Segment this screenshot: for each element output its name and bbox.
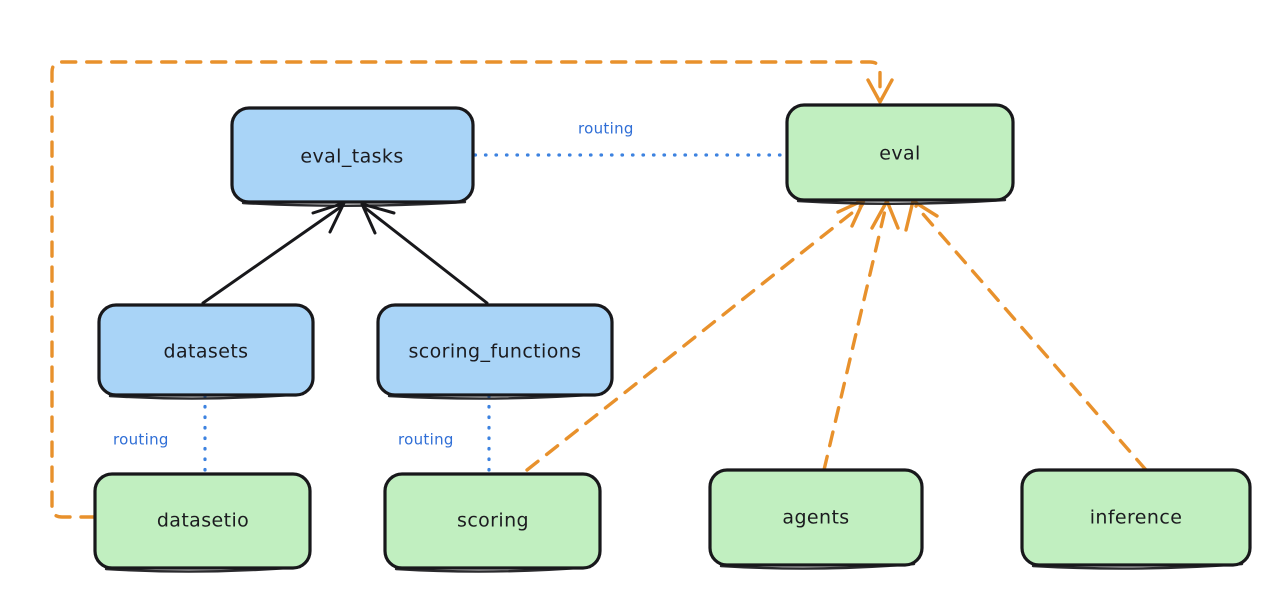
edge-agents-eval-path: [822, 204, 888, 472]
node-scoring-functions[interactable]: scoring_functions: [376, 303, 614, 400]
node-inference-box: [1020, 468, 1252, 567]
edge-label-routing-eval-tasks: routing: [578, 120, 634, 138]
edge-datasetio-eval: [50, 60, 894, 519]
node-datasetio-box: [93, 472, 312, 570]
edge-agents-eval: [822, 199, 900, 472]
node-scoring-label: scoring: [457, 510, 529, 532]
node-datasetio-label: datasetio: [157, 510, 249, 532]
edge-datasets-eval-tasks-path: [201, 204, 344, 305]
node-datasetio[interactable]: datasetio: [93, 472, 312, 573]
node-agents-box: [708, 468, 924, 567]
edge-layer: [50, 60, 1148, 519]
edge-datasetio-eval-arrowhead: [866, 78, 894, 104]
node-eval-tasks-box: [230, 106, 475, 204]
edge-scoring-functions-eval-tasks: [360, 202, 489, 305]
node-eval-tasks[interactable]: eval_tasks: [230, 106, 475, 207]
node-eval-label: eval: [879, 143, 920, 165]
edge-scoring-functions-eval-tasks-arrowhead: [360, 202, 396, 235]
node-eval[interactable]: eval: [785, 103, 1015, 205]
node-scoring-functions-box: [376, 303, 614, 397]
edge-inference-eval-path: [914, 204, 1148, 472]
edge-label-routing-datasets: routing: [113, 431, 169, 449]
node-agents-label: agents: [782, 507, 849, 529]
edge-scoring-eval-path: [525, 203, 864, 472]
edge-label-layer: routing routing routing: [113, 120, 634, 449]
node-eval-tasks-label: eval_tasks: [300, 146, 403, 168]
edge-datasets-eval-tasks: [201, 201, 346, 305]
node-scoring-functions-label: scoring_functions: [409, 341, 582, 363]
edge-datasetio-eval-path: [50, 60, 882, 519]
node-layer: eval_tasks eval datasets scoring_functio…: [93, 103, 1252, 573]
node-agents[interactable]: agents: [708, 468, 924, 570]
node-eval-box: [785, 103, 1015, 202]
edge-scoring-functions-eval-tasks-path: [362, 205, 489, 305]
node-inference[interactable]: inference: [1020, 468, 1252, 570]
edge-inference-eval: [904, 199, 1148, 472]
node-scoring[interactable]: scoring: [383, 472, 602, 573]
node-inference-label: inference: [1090, 507, 1183, 529]
node-datasets[interactable]: datasets: [97, 303, 315, 400]
node-datasets-label: datasets: [164, 341, 249, 363]
node-datasets-box: [97, 303, 315, 397]
node-scoring-box: [383, 472, 602, 570]
edge-label-routing-scoring-functions: routing: [398, 431, 454, 449]
